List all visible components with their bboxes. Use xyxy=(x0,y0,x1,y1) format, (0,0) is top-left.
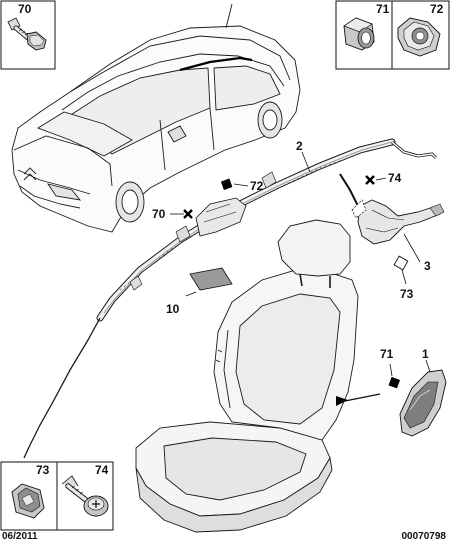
ref-label-73: 73 xyxy=(36,463,50,477)
label-patch-part-10[interactable]: 10 xyxy=(166,267,233,316)
clip-icon xyxy=(11,483,45,519)
label-square-72 xyxy=(220,178,233,191)
footer-date: 06/2011 xyxy=(2,531,38,542)
flange-nut-icon xyxy=(397,17,441,57)
screw-icon-74 xyxy=(61,475,109,517)
ref-label-71: 71 xyxy=(376,2,390,16)
ref-label-72-center: 72 xyxy=(250,179,264,193)
ref-label-10: 10 xyxy=(166,302,180,316)
ref-label-70-center: 70 xyxy=(152,207,166,221)
inflator-bracket-part-3[interactable]: 74 3 73 xyxy=(339,171,445,301)
part-box-70[interactable]: 70 xyxy=(0,0,56,70)
cross-marker-74 xyxy=(365,175,375,185)
side-airbag-part-1[interactable]: 71 1 xyxy=(380,347,447,437)
screw-icon xyxy=(7,17,47,51)
ref-label-70: 70 xyxy=(18,2,32,16)
cross-marker-70 xyxy=(183,209,193,219)
generator-mount-cluster[interactable]: 72 70 xyxy=(152,178,264,237)
car-illustration xyxy=(11,3,301,233)
ref-label-73-right: 73 xyxy=(400,287,414,301)
label-square-73 xyxy=(393,255,409,271)
part-box-73-74[interactable]: 73 74 xyxy=(0,461,114,531)
ref-label-3: 3 xyxy=(424,259,431,273)
nut-icon xyxy=(343,17,375,51)
ref-label-2: 2 xyxy=(296,139,303,153)
seat-illustration xyxy=(135,219,359,533)
ref-label-74: 74 xyxy=(95,463,109,477)
part-box-71-72[interactable]: 71 72 xyxy=(335,0,450,70)
ref-label-1: 1 xyxy=(422,347,429,361)
footer-diagram-code: 00070798 xyxy=(401,531,447,542)
ref-label-74-right: 74 xyxy=(388,171,402,185)
ref-label-71-side: 71 xyxy=(380,347,394,361)
label-square-71 xyxy=(388,376,401,389)
ref-label-72: 72 xyxy=(430,2,444,16)
